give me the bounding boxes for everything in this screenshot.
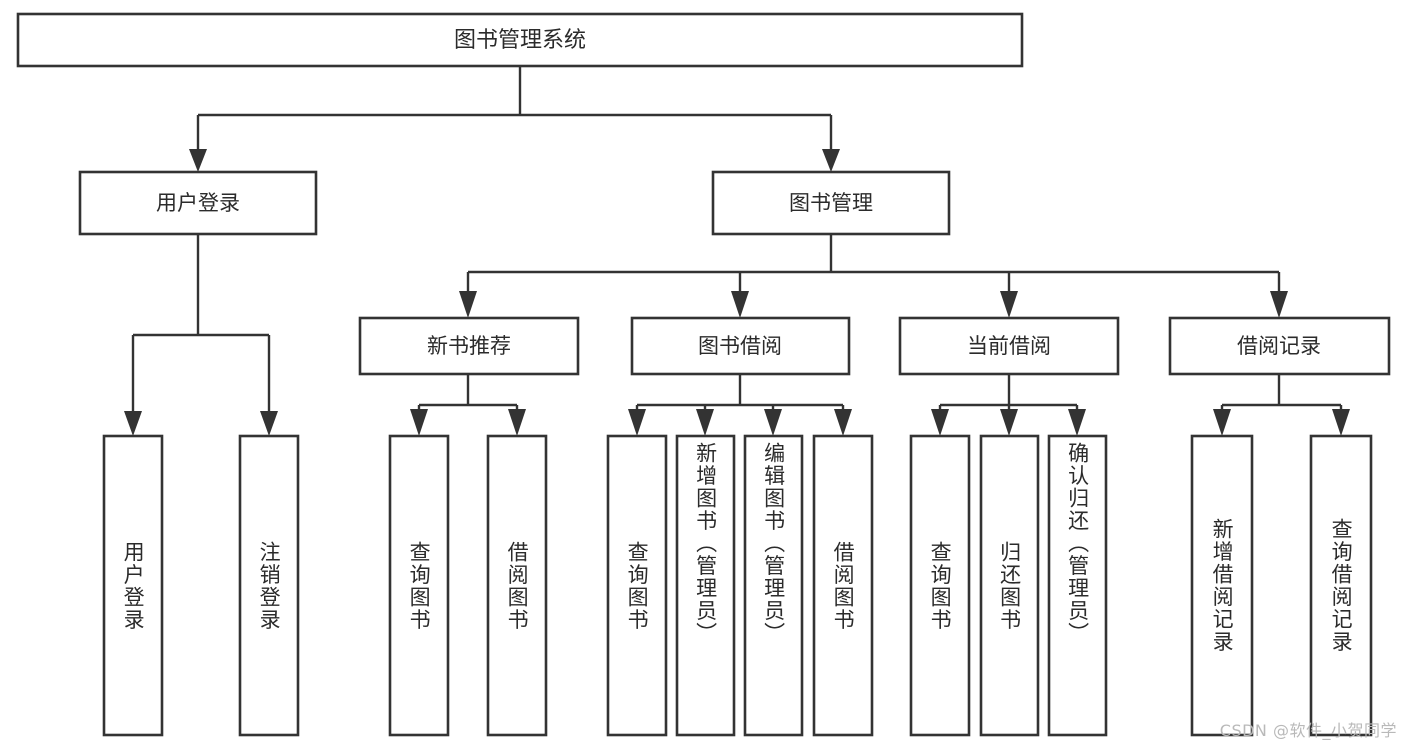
node-leaf-query-book-2-box[interactable] [606,434,668,737]
connector-layer [124,66,1350,436]
node-leaf-borrow-book-1-box[interactable] [486,434,548,737]
arrow-to-leaf-borrow-book-2 [834,409,852,436]
node-book-borrow-label: 图书借阅 [698,334,782,358]
arrow-to-user-login [189,149,207,172]
node-current-borrow[interactable]: 当前借阅 [898,316,1120,376]
arrow-to-new-book-rec [459,291,477,318]
node-current-borrow-box[interactable] [898,316,1120,376]
node-leaf-return-book-box[interactable] [979,434,1040,737]
node-leaf-add-record-box[interactable] [1190,434,1254,737]
arrow-to-leaf-add-book [696,409,714,436]
node-layer: 图书管理系统 用户登录 图书管理 新书推荐 图书借阅 [16,12,1391,737]
arrow-to-book-manage [822,149,840,172]
node-book-manage-box[interactable] [711,170,951,236]
node-leaf-logout-box[interactable] [238,434,300,737]
node-leaf-confirm-return-box[interactable] [1047,434,1108,737]
node-leaf-add-book-box[interactable] [675,434,736,737]
arrow-to-leaf-query-book-3 [931,409,949,436]
arrow-to-leaf-logout [260,411,278,436]
csdn-watermark: CSDN @软件_小贺同学 [1219,721,1397,740]
node-borrow-record[interactable]: 借阅记录 [1168,316,1391,376]
node-book-manage[interactable]: 图书管理 [711,170,951,236]
node-current-borrow-label: 当前借阅 [967,334,1051,358]
node-leaf-query-book-1-box[interactable] [388,434,450,737]
node-leaf-query-book-3-box[interactable] [909,434,971,737]
node-user-login-label: 用户登录 [156,191,240,215]
node-leaf-edit-book-box[interactable] [743,434,804,737]
arrow-to-leaf-user-login [124,411,142,436]
node-book-borrow[interactable]: 图书借阅 [630,316,851,376]
node-root-box[interactable] [16,12,1024,68]
arrow-to-leaf-query-record [1332,409,1350,436]
arrow-to-book-borrow [731,291,749,318]
arrow-to-current-borrow [1000,291,1018,318]
node-new-book-rec-label: 新书推荐 [427,334,511,358]
node-leaf-user-login-box[interactable] [102,434,164,737]
arrow-to-leaf-borrow-book-1 [508,409,526,436]
arrow-to-borrow-record [1270,291,1288,318]
node-borrow-record-label: 借阅记录 [1237,334,1321,358]
arrow-to-leaf-confirm-return [1068,409,1086,436]
arrow-to-leaf-return-book [1000,409,1018,436]
node-borrow-record-box[interactable] [1168,316,1391,376]
arrow-to-leaf-query-book-1 [410,409,428,436]
node-book-manage-label: 图书管理 [789,191,873,215]
node-leaf-query-record-box[interactable] [1309,434,1373,737]
node-new-book-rec-box[interactable] [358,316,580,376]
node-root[interactable]: 图书管理系统 [16,12,1024,68]
node-new-book-rec[interactable]: 新书推荐 [358,316,580,376]
node-book-borrow-box[interactable] [630,316,851,376]
arrow-to-leaf-add-record [1213,409,1231,436]
arrow-to-leaf-query-book-2 [628,409,646,436]
node-root-label: 图书管理系统 [454,28,586,53]
node-leaf-borrow-book-2-box[interactable] [812,434,874,737]
node-user-login[interactable]: 用户登录 [78,170,318,236]
arrow-to-leaf-edit-book [764,409,782,436]
node-user-login-box[interactable] [78,170,318,236]
